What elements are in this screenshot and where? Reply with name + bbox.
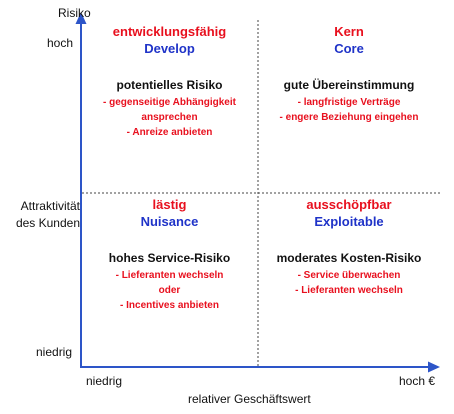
x-axis-high-label: hoch €: [399, 374, 436, 388]
quadrant-core-title-en: Core: [334, 41, 364, 56]
y-axis-mid-label-2: des Kunden: [15, 216, 80, 230]
y-axis-low-label: niedrig: [36, 345, 73, 359]
quadrant-develop-item: - gegenseitige Abhängigkeit: [103, 97, 236, 108]
quadrant-develop-item: ansprechen: [141, 112, 198, 123]
quadrant-develop: entwicklungsfähig Develop potentielles R…: [82, 24, 257, 140]
quadrant-nuisance-item: oder: [158, 285, 181, 296]
quadrant-nuisance-title-en: Nuisance: [140, 214, 199, 229]
quadrant-core-heading: gute Übereinstimmung: [283, 78, 415, 92]
x-axis-title: relativer Geschäftswert: [188, 392, 311, 406]
y-axis-arrow: [75, 12, 87, 24]
x-axis-low-label: niedrig: [86, 374, 123, 388]
quadrant-nuisance-heading: hohes Service-Risiko: [108, 251, 231, 265]
y-axis-high-label: hoch: [47, 36, 74, 50]
quadrant-core-title-de: Kern: [334, 24, 364, 39]
quadrant-develop-heading: potentielles Risiko: [116, 78, 223, 92]
quadrant-core-item: - langfristige Verträge: [297, 97, 401, 108]
quadrant-nuisance: lästig Nuisance hohes Service-Risiko - L…: [82, 197, 257, 313]
y-axis-mid-label-1: Attraktivität: [20, 199, 80, 213]
quadrant-core-item: - engere Beziehung eingehen: [279, 112, 419, 123]
y-axis-title: Risiko: [58, 6, 91, 20]
quadrant-develop-item: - Anreize anbieten: [126, 127, 213, 138]
quadrant-exploitable-item: - Service überwachen: [297, 270, 401, 281]
quadrant-exploitable-item: - Lieferanten wechseln: [295, 285, 403, 296]
quadrant-nuisance-item: - Lieferanten wechseln: [115, 270, 224, 281]
quadrant-exploitable-heading: moderates Kosten-Risiko: [276, 251, 422, 265]
x-axis-arrow: [428, 361, 440, 373]
quadrant-exploitable-title-en: Exploitable: [314, 214, 384, 229]
quadrant-nuisance-item: - Incentives anbieten: [120, 300, 219, 311]
quadrant-develop-title-en: Develop: [144, 41, 195, 56]
quadrant-exploitable: ausschöpfbar Exploitable moderates Koste…: [259, 197, 439, 298]
quadrant-exploitable-title-de: ausschöpfbar: [306, 197, 392, 212]
quadrant-develop-title-de: entwicklungsfähig: [112, 24, 227, 39]
quadrant-nuisance-title-de: lästig: [152, 197, 187, 212]
quadrant-core: Kern Core gute Übereinstimmung - langfri…: [259, 24, 439, 125]
